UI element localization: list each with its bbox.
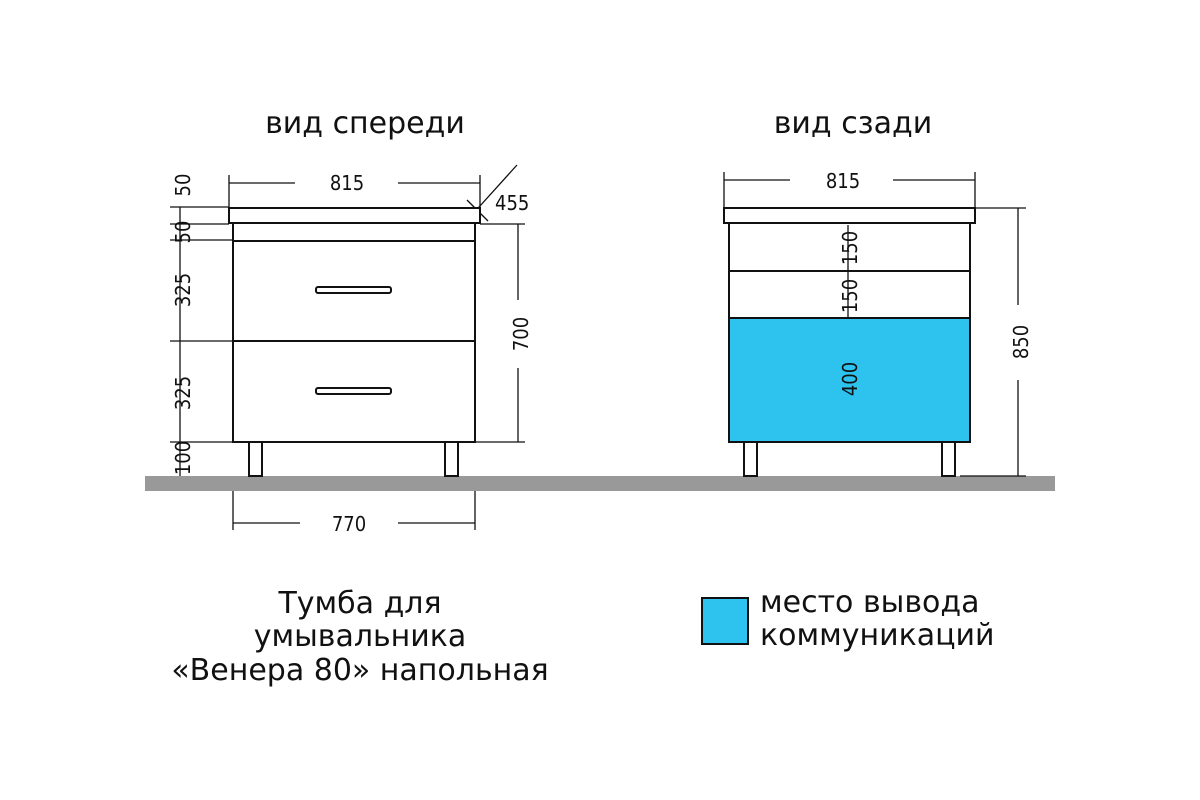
legend-swatch	[701, 597, 749, 645]
front-countertop	[228, 207, 481, 224]
back-height-dimension	[960, 207, 1026, 477]
back-leg-left	[743, 441, 758, 477]
product-caption-line-3: «Венера 80» напольная	[171, 653, 548, 688]
legend-line-2: коммуникаций	[760, 618, 995, 653]
legend-line-1: место вывода	[760, 585, 979, 620]
back-height-label: 850	[1009, 325, 1033, 359]
drawer-handle-lower	[315, 387, 392, 395]
front-dim-drawer-lower: 325	[171, 376, 195, 410]
back-width-dimension	[723, 172, 976, 208]
front-width-dimension	[228, 175, 481, 208]
back-dim-section-2: 150	[838, 279, 862, 313]
product-caption-line-2: умывальника	[254, 619, 467, 654]
front-leg-left	[248, 441, 263, 477]
drawer-handle-upper	[315, 286, 392, 294]
front-width-label: 815	[330, 171, 364, 195]
floor	[145, 476, 1055, 491]
front-dim-legs: 100	[171, 441, 195, 475]
front-height-label: 700	[509, 317, 533, 351]
front-leg-right	[444, 441, 459, 477]
back-countertop	[723, 207, 976, 224]
front-left-dimension-lines	[170, 206, 233, 476]
front-dim-countertop-top: 50	[171, 174, 195, 197]
front-view-heading: вид спереди	[265, 106, 465, 141]
back-view-heading: вид сзади	[774, 106, 933, 141]
front-bottom-width-dimension	[232, 491, 476, 530]
back-width-label: 815	[826, 169, 860, 193]
back-dim-section-1: 150	[838, 231, 862, 265]
front-bottom-width-label: 770	[332, 512, 366, 536]
front-height-dimension	[475, 223, 525, 443]
communication-outlet-zone	[728, 317, 971, 443]
front-dim-countertop: 50	[171, 221, 195, 244]
product-caption-line-1: Тумба для	[277, 586, 441, 621]
back-leg-right	[941, 441, 956, 477]
front-dim-drawer-upper: 325	[171, 273, 195, 307]
back-dim-section-3: 400	[838, 362, 862, 396]
front-depth-label: 455	[495, 191, 529, 215]
front-cabinet-body	[232, 222, 476, 443]
